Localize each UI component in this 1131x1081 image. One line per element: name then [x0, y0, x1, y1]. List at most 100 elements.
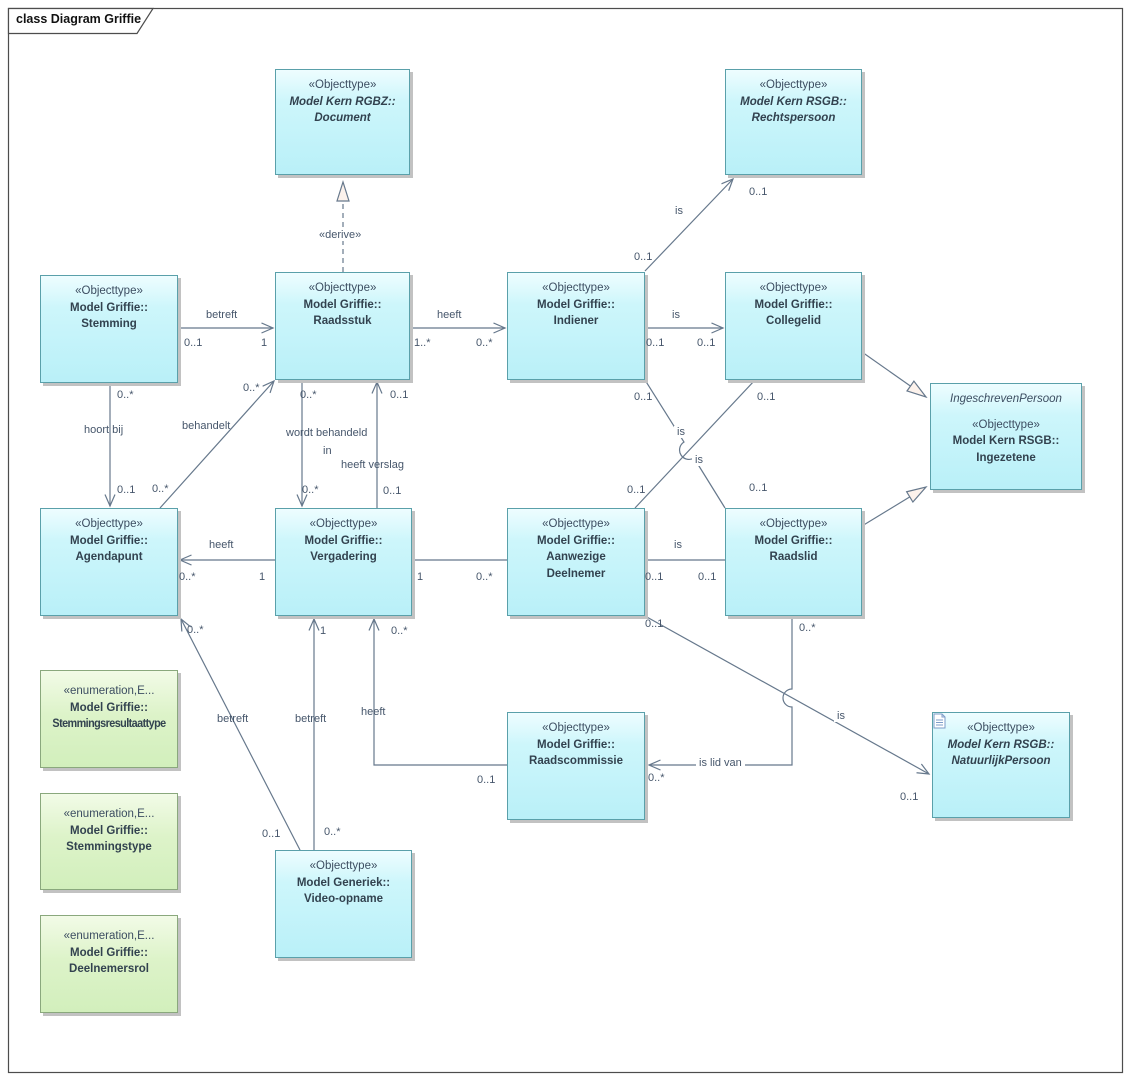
- class-box-stemming[interactable]: «Objecttype» Model Griffie:: Stemming: [40, 275, 178, 383]
- stereotype: «Objecttype»: [972, 418, 1040, 431]
- class-box-aanwezige-deelnemer[interactable]: «Objecttype» Model Griffie:: Aanwezige D…: [507, 508, 645, 616]
- connector-islidvan-raadslid-raadscommissie[interactable]: [649, 616, 793, 765]
- edge-name: is: [674, 539, 682, 551]
- edge-mult: 1: [259, 571, 266, 583]
- edge-name: is: [672, 309, 680, 321]
- edge-name: is: [692, 454, 706, 466]
- class-box-ingezetene[interactable]: IngeschrevenPersoon «Objecttype» Model K…: [930, 383, 1082, 490]
- class-box-raadsstuk[interactable]: «Objecttype» Model Griffie:: Raadsstuk: [275, 272, 410, 380]
- edge-mult: 1: [417, 571, 424, 583]
- model-path: Model Griffie::: [754, 298, 833, 311]
- edge-mult: 0..*: [476, 337, 493, 349]
- document-icon: [933, 713, 946, 729]
- connector-behandelt-agendapunt-raadsstuk[interactable]: [159, 381, 274, 509]
- enum-box-deelnemersrol[interactable]: «enumeration,E... Model Griffie:: Deelne…: [40, 915, 178, 1013]
- edge-mult: 0..1: [634, 391, 653, 403]
- connector-is-collegelid-aanwezige[interactable]: [634, 379, 756, 509]
- generalization-raadslid-ingezetene[interactable]: [861, 485, 928, 527]
- generalization-collegelid-ingezetene[interactable]: [861, 351, 928, 399]
- model-path: Model Kern RGBZ::: [289, 95, 396, 108]
- stereotype: «Objecttype»: [308, 282, 377, 294]
- edge-name: wordt behandeld: [286, 427, 368, 439]
- class-box-collegelid[interactable]: «Objecttype» Model Griffie:: Collegelid: [725, 272, 862, 380]
- edge-mult: 0..1: [634, 251, 653, 263]
- edge-mult: 0..*: [117, 389, 134, 401]
- edge-mult: 1: [320, 625, 327, 637]
- model-path: Model Griffie::: [70, 701, 148, 714]
- enum-name: Deelnemersrol: [69, 963, 149, 976]
- edge-mult: 0..*: [476, 571, 493, 583]
- edge-mult: 0..*: [799, 622, 816, 634]
- stereotype: «enumeration,E...: [63, 808, 155, 820]
- class-name: Document: [314, 112, 371, 125]
- enum-box-stemmingsresultaattype[interactable]: «enumeration,E... Model Griffie:: Stemmi…: [40, 670, 178, 768]
- class-name: Stemming: [81, 318, 137, 331]
- connector-is-indiener-raadslid[interactable]: [644, 379, 726, 509]
- connector-is-aanwezige-natuurlijkpersoon[interactable]: [644, 615, 929, 774]
- edge-mult: 0..1: [749, 482, 768, 494]
- edge-mult: 0..*: [302, 484, 319, 496]
- edge-name: heeft: [209, 539, 234, 551]
- connector-betreft-video-agendapunt[interactable]: [181, 619, 301, 851]
- parent-class-name: IngeschrevenPersoon: [950, 393, 1062, 405]
- class-box-raadscommissie[interactable]: «Objecttype» Model Griffie:: Raadscommis…: [507, 712, 645, 820]
- class-name: Indiener: [553, 315, 599, 328]
- class-box-rechtspersoon[interactable]: «Objecttype» Model Kern RSGB:: Rechtsper…: [725, 69, 862, 175]
- stereotype: «Objecttype»: [759, 79, 828, 91]
- edge-name: betreft: [295, 713, 327, 725]
- model-path: Model Griffie::: [70, 824, 148, 837]
- diagram-title: class Diagram Griffie: [16, 12, 142, 26]
- edge-mult: 0..*: [324, 826, 341, 838]
- class-name: Agendapunt: [75, 551, 143, 564]
- edge-mult: 0..1: [646, 337, 665, 349]
- edge-name: heeft: [437, 309, 462, 321]
- class-box-indiener[interactable]: «Objecttype» Model Griffie:: Indiener: [507, 272, 645, 380]
- edge-mult: 0..1: [390, 389, 409, 401]
- edge-mult: 0..1: [749, 186, 768, 198]
- stereotype: «Objecttype»: [542, 282, 610, 294]
- edge-name: is lid van: [696, 757, 745, 769]
- connector-is-indiener-rechtspersoon[interactable]: [644, 179, 733, 272]
- edge-name: behandelt: [182, 420, 231, 432]
- model-path: Model Griffie::: [70, 301, 148, 314]
- class-name: Vergadering: [310, 551, 377, 564]
- edge-mult: 0..1: [645, 618, 664, 630]
- stereotype: «Objecttype»: [542, 518, 610, 530]
- class-box-vergadering[interactable]: «Objecttype» Model Griffie:: Vergadering: [275, 508, 412, 616]
- model-path: Model Griffie::: [537, 298, 615, 311]
- model-path: Model Kern RSGB::: [740, 95, 847, 108]
- stereotype: «Objecttype»: [759, 282, 828, 294]
- model-path: Model Griffie::: [537, 738, 615, 751]
- model-path: Model Griffie::: [303, 298, 382, 311]
- class-box-document[interactable]: «Objecttype» Model Kern RGBZ:: Document: [275, 69, 410, 175]
- stereotype: «enumeration,E...: [63, 685, 155, 697]
- edge-mult: 0..1: [477, 774, 496, 786]
- model-path: Model Griffie::: [754, 534, 833, 547]
- edge-mult: 1: [261, 337, 268, 349]
- class-box-natuurlijkpersoon[interactable]: «Objecttype» Model Kern RSGB:: Natuurlij…: [932, 712, 1070, 818]
- edge-mult: 0..*: [391, 625, 408, 637]
- model-path: Model Kern RSGB::: [947, 738, 1055, 751]
- edge-mult: 0..1: [184, 337, 203, 349]
- class-box-raadslid[interactable]: «Objecttype» Model Griffie:: Raadslid: [725, 508, 862, 616]
- edge-name: betreft: [206, 309, 238, 321]
- enum-box-stemmingstype[interactable]: «enumeration,E... Model Griffie:: Stemmi…: [40, 793, 178, 890]
- edge-mult: 0..1: [262, 828, 281, 840]
- class-name: Ingezetene: [976, 452, 1036, 465]
- connector-heeft-raadscommissie-vergadering[interactable]: [374, 619, 507, 766]
- class-box-video-opname[interactable]: «Objecttype» Model Generiek:: Video-opna…: [275, 850, 412, 958]
- class-name: Raadslid: [769, 551, 818, 564]
- stereotype: «enumeration,E...: [63, 930, 155, 942]
- diagram-frame: [7, 7, 1124, 1074]
- edge-mult: 0..*: [300, 389, 317, 401]
- class-name: Raadsstuk: [313, 315, 372, 328]
- enum-name: Stemmingstype: [66, 841, 152, 854]
- edge-mult: 0..1: [900, 791, 919, 803]
- edge-mult: 0..*: [648, 772, 665, 784]
- model-path: Model Griffie::: [70, 534, 148, 547]
- stereotype: «Objecttype»: [309, 860, 378, 872]
- class-box-agendapunt[interactable]: «Objecttype» Model Griffie:: Agendapunt: [40, 508, 178, 616]
- edge-mult: 0..1: [383, 485, 402, 497]
- edge-mult: 1..*: [414, 337, 431, 349]
